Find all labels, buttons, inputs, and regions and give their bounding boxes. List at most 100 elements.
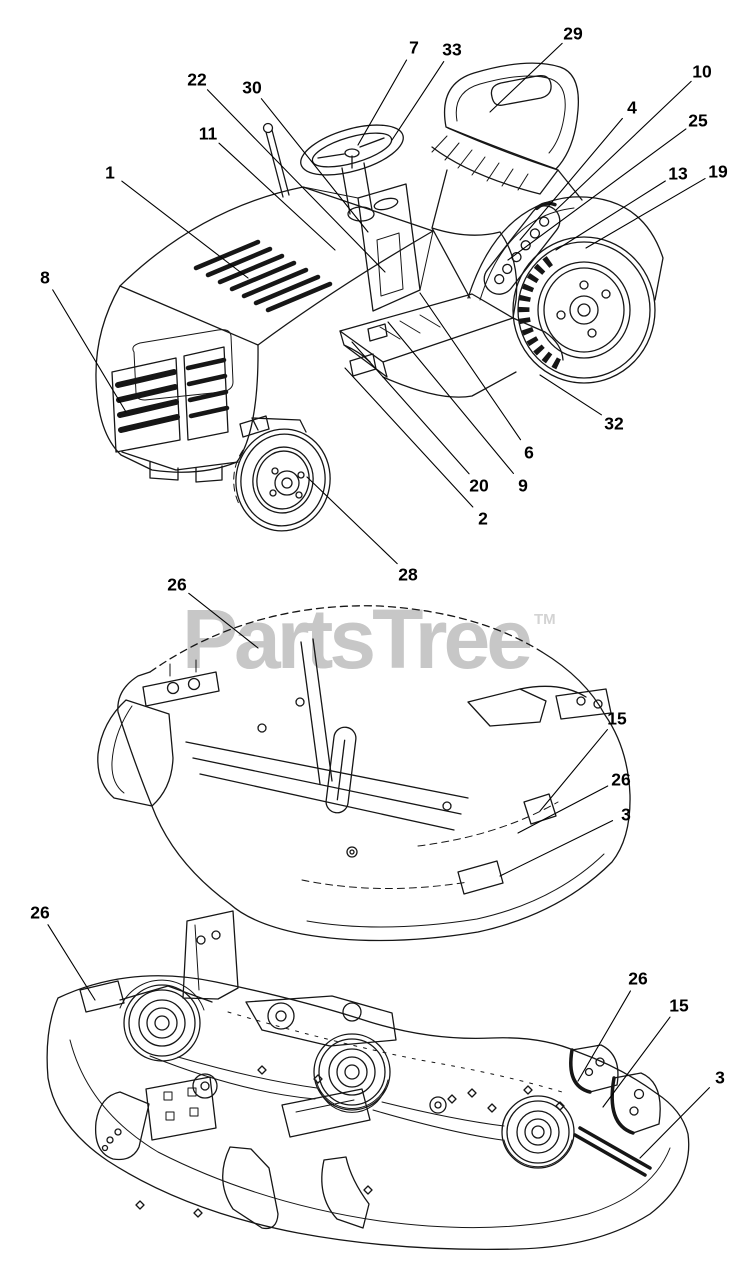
- callout-label-11: 11: [199, 124, 218, 144]
- callout-label-15: 15: [607, 709, 627, 729]
- callout-leader-4: [519, 117, 623, 241]
- housing-seam: [227, 1011, 563, 1093]
- callout-leader-30: [260, 98, 369, 233]
- discharge-chute: [97, 699, 174, 807]
- callout-leader-26: [577, 990, 631, 1082]
- callout-leader-1: [121, 180, 249, 279]
- callout-label-30: 30: [242, 78, 262, 98]
- callout-label-26: 26: [611, 770, 631, 790]
- housing-skirt-rim: [69, 1039, 671, 1229]
- callout-leader-6: [419, 292, 522, 441]
- deck-decal-lower: [457, 860, 504, 895]
- callout-leader-25: [507, 128, 687, 261]
- drive-belt: [149, 1055, 505, 1141]
- callout-label-29: 29: [563, 24, 583, 44]
- callout-label-2: 2: [478, 509, 488, 529]
- frame-bars: [185, 638, 469, 831]
- callout-label-1: 1: [105, 163, 115, 183]
- callout-leader-26: [188, 592, 259, 649]
- steering-wheel: [300, 124, 404, 222]
- front-grille: [111, 346, 239, 483]
- shift-lever: [262, 122, 290, 198]
- gauge-wheel-bracket-a: [569, 1044, 619, 1094]
- housing-decal-left: [79, 980, 125, 1013]
- callout-leader-28: [306, 476, 398, 565]
- deck-shell: [117, 651, 631, 942]
- callout-label-3: 3: [715, 1068, 725, 1088]
- deck-decal-upper: [523, 793, 557, 825]
- callout-label-9: 9: [518, 476, 528, 496]
- callout-leader-2: [344, 367, 474, 508]
- callout-label-26: 26: [628, 969, 648, 989]
- callout-leader-32: [539, 374, 602, 416]
- callout-leader-26: [47, 924, 96, 1001]
- callout-leader-19: [585, 178, 706, 249]
- callout-label-22: 22: [187, 70, 207, 90]
- deck-bottom-rim: [306, 853, 605, 928]
- rear-mount-assembly: [467, 685, 612, 727]
- idler-arm: [192, 995, 447, 1114]
- spindle-pulley-left: [119, 979, 213, 1062]
- callout-leader-15: [602, 1016, 671, 1108]
- callout-leader-9: [387, 321, 514, 474]
- callout-label-26: 26: [167, 575, 187, 595]
- callout-label-7: 7: [409, 38, 419, 58]
- control-panel: [483, 201, 561, 295]
- callout-label-28: 28: [398, 565, 418, 585]
- callout-leader-8: [52, 289, 127, 413]
- deck-contour-lines: [301, 801, 559, 890]
- housing-bolt-heads: [135, 1065, 565, 1218]
- callout-label-10: 10: [692, 62, 712, 82]
- callout-leader-3: [639, 1087, 711, 1159]
- callout-leader-11: [218, 142, 336, 251]
- front-hanger-brackets: [94, 1076, 371, 1230]
- spindle-pulley-center: [313, 1033, 391, 1113]
- callout-label-20: 20: [469, 476, 489, 496]
- callout-label-15: 15: [669, 996, 689, 1016]
- front-wheel: [233, 417, 331, 532]
- callout-label-8: 8: [40, 268, 50, 288]
- callout-leader-22: [206, 89, 386, 273]
- callout-leader-10: [555, 80, 692, 211]
- deck-top-edge: [149, 605, 543, 673]
- callout-label-26: 26: [30, 903, 50, 923]
- callout-leader-20: [351, 341, 470, 475]
- deck-housing-illustration: [46, 910, 690, 1251]
- callout-label-25: 25: [688, 111, 708, 131]
- rear-fender: [431, 169, 664, 319]
- height-gauge-slot: [325, 726, 357, 814]
- dash-tower: [302, 183, 434, 312]
- deck-housing-callouts: 26 26 15 3: [30, 903, 725, 1159]
- hood: [95, 186, 434, 473]
- seat: [431, 62, 580, 195]
- callout-leader-13: [555, 180, 666, 251]
- deck-assembly-illustration: [97, 605, 631, 942]
- tractor-callouts: 7 33 29 22 30 10 4 25 11 13 19 1 8 32 6 9 20 2 28: [40, 24, 728, 585]
- spindle-pulley-right: [501, 1095, 575, 1169]
- callout-leader-7: [357, 59, 408, 146]
- callout-leader-33: [391, 60, 445, 141]
- watermark-tm: TM: [534, 611, 556, 628]
- rear-wheel: [512, 236, 656, 384]
- housing-outline: [46, 975, 690, 1251]
- deck-bolts: [257, 697, 452, 858]
- callout-label-6: 6: [524, 443, 534, 463]
- rear-sway-bracket: [182, 910, 239, 1000]
- front-mount-bracket: [142, 659, 220, 707]
- callout-label-13: 13: [668, 164, 688, 184]
- tractor-illustration: [95, 62, 664, 532]
- edge-guard-bar: [573, 1126, 652, 1177]
- callout-label-32: 32: [604, 414, 624, 434]
- callout-leader-15: [539, 729, 608, 812]
- callout-label-19: 19: [708, 162, 728, 182]
- callout-leader-29: [489, 42, 563, 113]
- watermark: PartsTree TM: [182, 592, 556, 686]
- gauge-wheel-bracket-b: [610, 1072, 661, 1135]
- callout-label-4: 4: [627, 98, 637, 118]
- callout-label-33: 33: [442, 40, 462, 60]
- callout-leader-3: [499, 820, 614, 877]
- watermark-text: PartsTree: [182, 592, 530, 686]
